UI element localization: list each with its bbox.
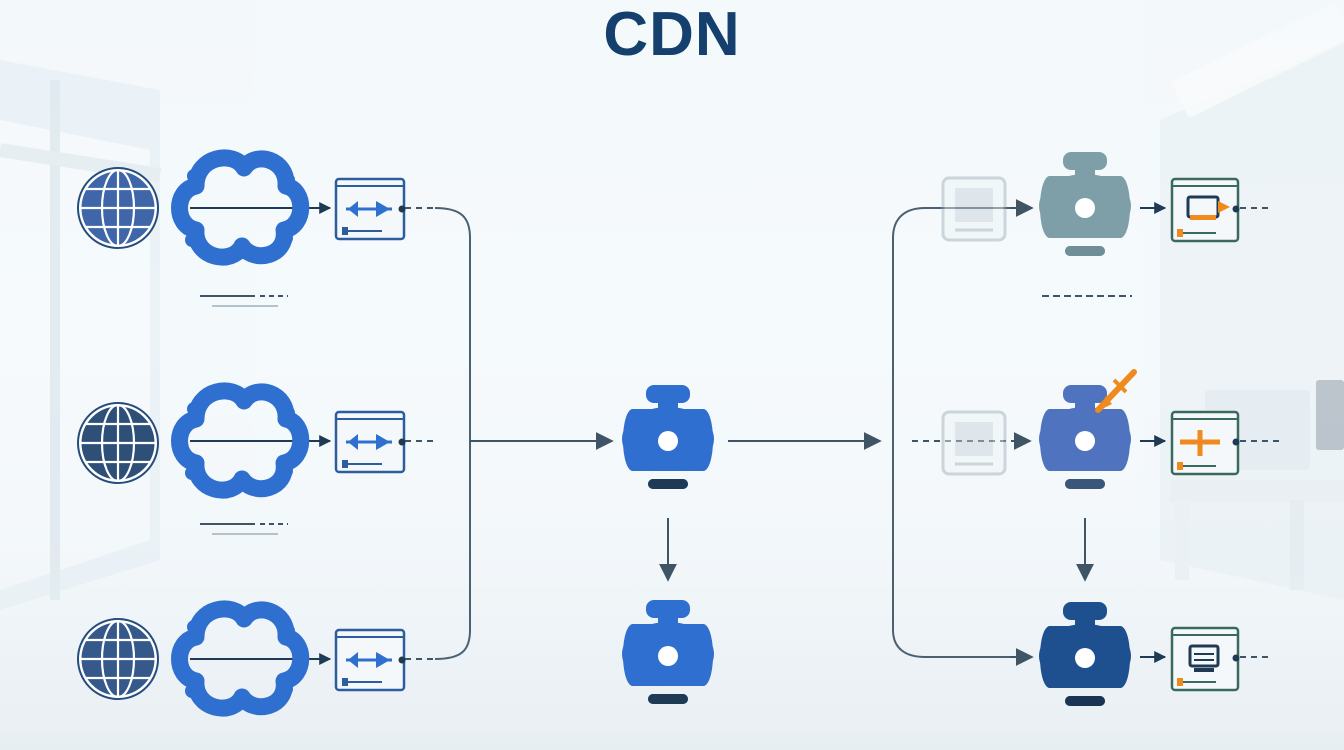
server-node-icon	[1039, 602, 1131, 706]
document-panel-icon	[941, 410, 1007, 476]
globe-icon	[77, 618, 159, 700]
monitor-panel-icon	[1170, 177, 1241, 243]
row-separators	[200, 295, 1132, 535]
monitor-panel-icon	[1170, 410, 1241, 476]
routing-panel-icon	[334, 628, 407, 692]
globe-icon	[77, 402, 159, 484]
globe-icon	[77, 167, 159, 249]
server-node-icon	[622, 600, 714, 704]
server-node-icon	[622, 385, 714, 489]
monitor-panel-icon	[1170, 626, 1241, 692]
server-node-icon	[1039, 152, 1131, 256]
pencil-alert-icon	[1095, 369, 1137, 413]
document-panel-icon	[941, 176, 1007, 242]
routing-panel-icon	[334, 410, 407, 474]
server-node-icon	[1039, 385, 1131, 489]
diagram-title: CDN	[603, 0, 741, 69]
routing-panel-icon	[334, 177, 407, 241]
connectors	[190, 199, 1282, 666]
